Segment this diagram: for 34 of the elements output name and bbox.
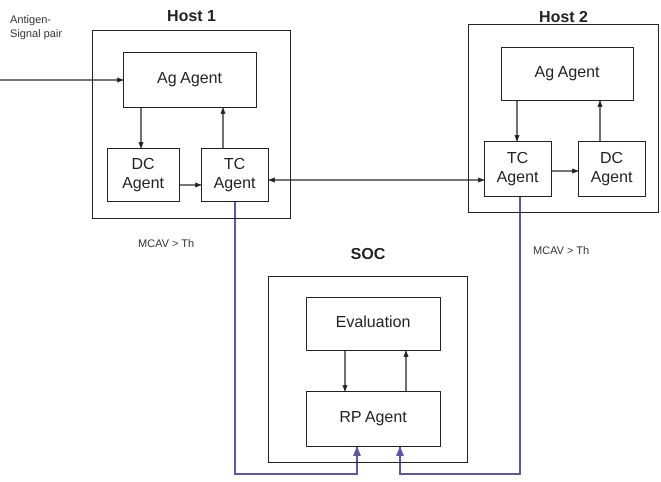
process-box [200,148,268,202]
process-box [578,140,646,196]
process-box [122,52,256,108]
process-box [306,390,440,446]
node-label: Ag Agent [534,64,600,83]
group-heading: Host 1 [166,8,217,26]
edge-label: MCAV > Th [138,238,196,252]
node-label: DC Agent [121,156,165,193]
arrow [396,197,521,475]
node-label: TC Agent [212,156,256,193]
arrow [552,168,579,174]
arrow [342,351,348,392]
edge-label: Antigen-Signal pair [10,14,63,42]
edge-label: MCAV > Th [533,245,590,259]
process-box [106,148,180,202]
arrow [514,101,520,142]
node-label: TC Agent [496,150,540,187]
arrow [220,107,226,148]
arrow [138,108,144,149]
node-label: RP Agent [338,409,408,428]
arrow [403,350,409,391]
arrow [234,202,361,475]
node-label: Ag Agent [156,70,223,89]
node-label: DC Agent [590,150,634,187]
node-label: Evaluation [334,314,412,333]
group-heading: Host 2 [538,9,589,27]
arrow [0,77,124,83]
process-box [306,296,440,350]
process-box [484,140,552,196]
arrow [268,177,485,183]
process-box [500,46,634,100]
arrow [180,182,202,188]
arrow [597,100,603,141]
group-heading: SOC [350,246,386,264]
